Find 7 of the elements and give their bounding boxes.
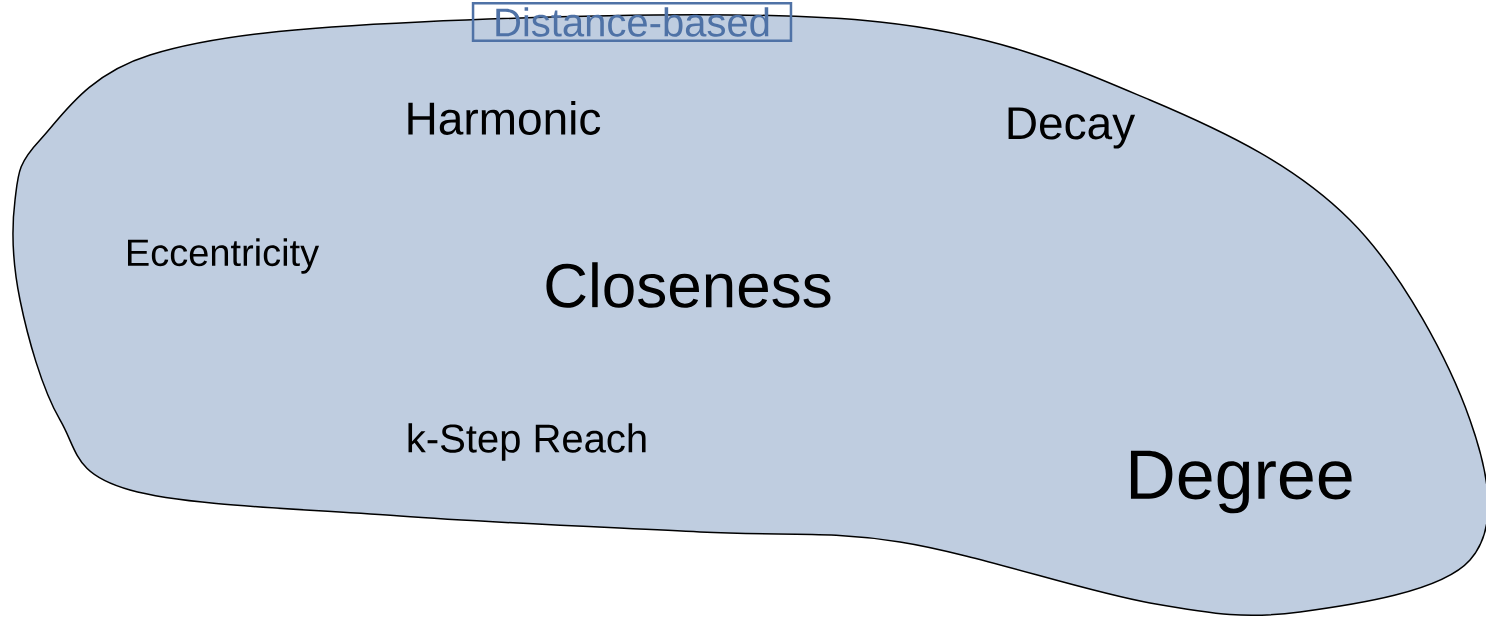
metric-label: Closeness [546, 262, 831, 308]
metric-label: Harmonic [408, 101, 601, 135]
metric-label: Eccentricity [128, 238, 320, 274]
metric-label: k-Step Reach [408, 423, 646, 461]
metric-label: Degree [1130, 450, 1352, 514]
category-box: Distance-based [471, 2, 793, 42]
metric-label: Decay [1008, 107, 1136, 149]
